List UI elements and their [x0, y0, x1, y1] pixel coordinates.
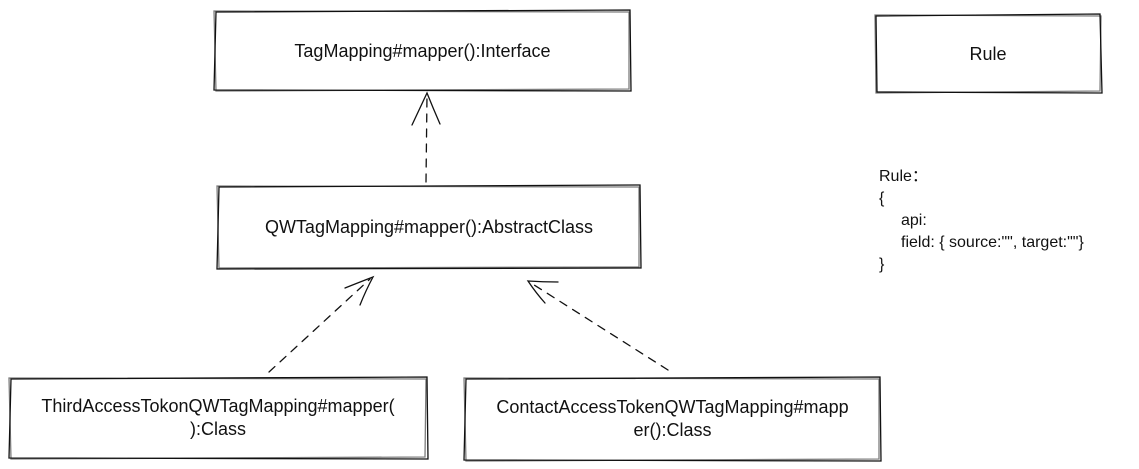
contact-class-box: [463, 376, 882, 462]
third-class-label: ThirdAccessTokonQWTagMapping#mapper( ):C…: [41, 396, 395, 439]
interface-label: TagMapping#mapper():Interface: [294, 40, 551, 61]
note-api-line: api:: [901, 212, 927, 229]
edge-contact-to-abstract: [526, 280, 669, 371]
third-class-box: [8, 376, 429, 460]
rule-label: Rule: [969, 43, 1007, 64]
rule-box: [874, 13, 1103, 94]
note-title: Rule：: [879, 168, 928, 185]
note-close-brace: }: [879, 256, 885, 273]
rule-note: Rule： { api: field: { source:"", target:…: [879, 166, 1137, 276]
edge-abstract-to-interface: [411, 91, 441, 183]
arrowhead-open-icon: [411, 91, 441, 126]
note-open-brace: {: [879, 190, 885, 207]
note-field-line: field: { source:"", target:""}: [901, 234, 1084, 251]
arrowhead-open-icon: [344, 275, 375, 306]
abstract-class-label: QWTagMapping#mapper():AbstractClass: [264, 216, 594, 237]
arrowhead-open-icon: [526, 280, 559, 304]
contact-class-label: ContactAccessTokenQWTagMapping#mapp er()…: [496, 397, 849, 440]
edge-third-to-abstract: [268, 275, 375, 373]
abstract-class-box: [216, 184, 642, 270]
interface-box: [213, 9, 632, 92]
